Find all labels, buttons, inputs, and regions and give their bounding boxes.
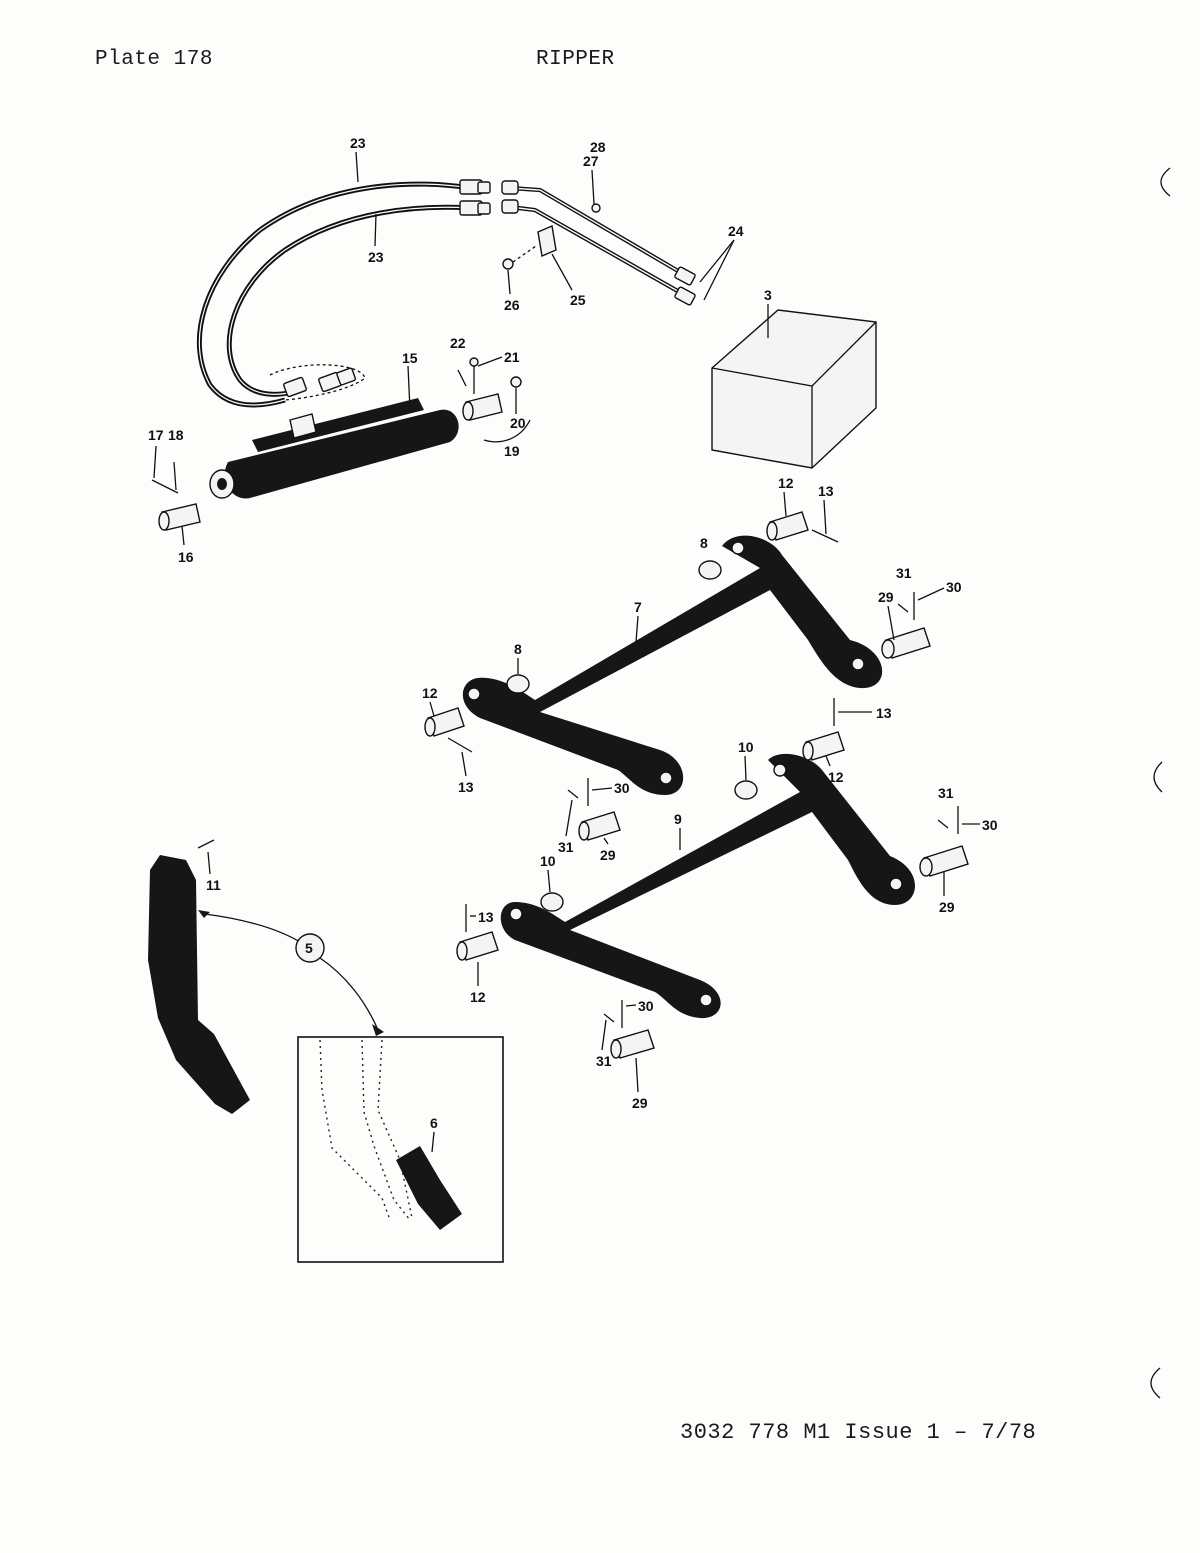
callout-12: 12 bbox=[828, 769, 844, 785]
callout-3: 3 bbox=[764, 287, 772, 303]
lower-link bbox=[500, 753, 915, 1019]
callout-9: 9 bbox=[674, 811, 682, 827]
callout-5: 5 bbox=[305, 940, 313, 956]
callout-30: 30 bbox=[946, 579, 962, 595]
hydraulic-cylinder bbox=[209, 364, 459, 499]
margin-marks bbox=[1150, 167, 1171, 1399]
callout-13: 13 bbox=[458, 779, 474, 795]
plate-title: RIPPER bbox=[536, 48, 615, 71]
callout-18: 18 bbox=[168, 427, 184, 443]
callout-15: 15 bbox=[402, 350, 418, 366]
callout-7: 7 bbox=[634, 599, 642, 615]
callout-8: 8 bbox=[514, 641, 522, 657]
callout-24: 24 bbox=[728, 223, 744, 239]
plate-number: Plate 178 bbox=[95, 48, 213, 71]
callout-12: 12 bbox=[778, 475, 794, 491]
callout-17: 17 bbox=[148, 427, 164, 443]
callout-31: 31 bbox=[938, 785, 954, 801]
ripper-shank bbox=[148, 839, 384, 1114]
ballast-box bbox=[711, 309, 877, 469]
callout-20: 20 bbox=[510, 415, 526, 431]
hydraulic-pipes bbox=[501, 180, 696, 306]
callout-11: 11 bbox=[206, 877, 221, 893]
callout-31: 31 bbox=[558, 839, 574, 855]
callout-29: 29 bbox=[632, 1095, 648, 1111]
callout-28: 28 bbox=[590, 139, 606, 155]
callout-23: 23 bbox=[368, 249, 384, 265]
callout-12: 12 bbox=[422, 685, 438, 701]
hydraulic-hoses bbox=[196, 179, 491, 408]
callout-13: 13 bbox=[818, 483, 834, 499]
cylinder-pins bbox=[151, 357, 531, 531]
callout-30: 30 bbox=[982, 817, 998, 833]
tooth-inset bbox=[297, 1036, 504, 1263]
callout-29: 29 bbox=[939, 899, 955, 915]
callout-29: 29 bbox=[878, 589, 894, 605]
callout-16: 16 bbox=[178, 549, 194, 565]
link-pins bbox=[424, 511, 969, 1059]
callout-25: 25 bbox=[570, 292, 586, 308]
callout-10: 10 bbox=[738, 739, 754, 755]
callout-12: 12 bbox=[470, 989, 486, 1005]
callout-26: 26 bbox=[504, 297, 520, 313]
callout-22: 22 bbox=[450, 335, 466, 351]
document-code: 3032 778 M1 Issue 1 – 7/78 bbox=[680, 1420, 1037, 1445]
callout-21: 21 bbox=[504, 349, 520, 365]
callout-30: 30 bbox=[638, 998, 654, 1014]
callout-labels: 23 23 28 27 24 25 26 3 15 22 21 20 19 17 bbox=[148, 135, 998, 1153]
callout-23: 23 bbox=[350, 135, 366, 151]
callout-10: 10 bbox=[540, 853, 556, 869]
upper-link bbox=[462, 535, 883, 795]
callout-30: 30 bbox=[614, 780, 630, 796]
callout-31: 31 bbox=[896, 565, 912, 581]
callout-29: 29 bbox=[600, 847, 616, 863]
callout-19: 19 bbox=[504, 443, 520, 459]
callout-31: 31 bbox=[596, 1053, 612, 1069]
callout-8: 8 bbox=[700, 535, 708, 551]
callout-27: 27 bbox=[583, 153, 599, 169]
callout-13: 13 bbox=[876, 705, 892, 721]
callout-6: 6 bbox=[430, 1115, 438, 1131]
callout-13: 13 bbox=[478, 909, 494, 925]
